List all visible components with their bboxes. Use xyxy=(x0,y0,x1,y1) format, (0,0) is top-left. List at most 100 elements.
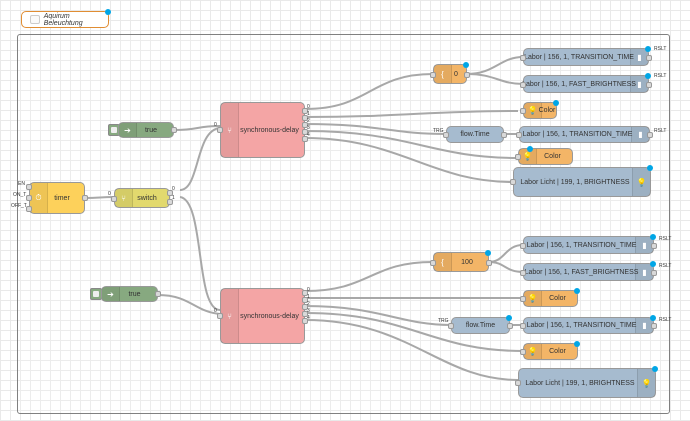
sync-delay-node-top[interactable]: ⑂ synchronous-delay xyxy=(217,102,308,158)
input-port[interactable] xyxy=(430,72,436,78)
color-node[interactable]: 💡 Color xyxy=(520,100,559,119)
port-label: TRG xyxy=(433,128,444,134)
output-port[interactable] xyxy=(155,291,161,297)
output-port[interactable] xyxy=(651,270,657,276)
output-port[interactable] xyxy=(171,127,177,133)
color-node[interactable]: 💡 Color xyxy=(515,146,573,165)
output-port[interactable] xyxy=(302,311,308,317)
knx-node-transition-time[interactable]: Labor | 156, 1, TRANSITION_TIME ▮ xyxy=(520,46,652,66)
output-port[interactable] xyxy=(501,132,507,138)
input-port[interactable] xyxy=(515,154,521,160)
output-port[interactable] xyxy=(646,82,652,88)
output-port[interactable] xyxy=(507,323,513,329)
comment-node[interactable]: Aquirum Beleuchtung xyxy=(21,9,111,28)
node-label: true xyxy=(128,290,141,298)
changed-dot xyxy=(652,366,658,372)
output-port[interactable] xyxy=(302,136,308,142)
changed-dot xyxy=(553,100,559,106)
changed-dot xyxy=(645,73,651,79)
input-port[interactable] xyxy=(26,206,32,212)
output-port[interactable] xyxy=(302,318,308,324)
changed-dot xyxy=(527,146,533,152)
brace-icon: { xyxy=(434,253,452,271)
port-label: TRG xyxy=(438,318,449,324)
output-port[interactable] xyxy=(302,304,308,310)
input-port[interactable] xyxy=(430,260,436,266)
input-port[interactable] xyxy=(516,132,522,138)
comment-text: Aquirum Beleuchtung xyxy=(43,12,83,27)
inject-node-top[interactable]: ➔ true xyxy=(118,122,177,138)
output-port[interactable] xyxy=(302,122,308,128)
node-label: Labor | 156, 1, TRANSITION_TIME xyxy=(526,322,637,329)
comment-icon xyxy=(30,15,40,24)
knx-node-transition-time[interactable]: Labor | 156, 1, TRANSITION_TIME ▮ xyxy=(516,126,653,143)
wire xyxy=(304,110,519,118)
port-label: 0 xyxy=(172,186,175,192)
input-port[interactable] xyxy=(510,179,516,185)
input-port[interactable] xyxy=(443,132,449,138)
knx-node-transition-time[interactable]: Labor | 156, 1, TRANSITION_TIME ▮ xyxy=(520,234,657,254)
color-node[interactable]: 💡 Color xyxy=(520,288,580,307)
output-port[interactable] xyxy=(647,132,653,138)
wire xyxy=(157,294,221,315)
arrow-right-icon: ➔ xyxy=(102,287,120,301)
wire xyxy=(466,73,524,85)
color-node[interactable]: 💡 Color xyxy=(520,341,580,360)
wire xyxy=(84,196,115,199)
output-port[interactable] xyxy=(302,297,308,303)
output-port[interactable] xyxy=(302,115,308,121)
input-port[interactable] xyxy=(520,296,526,302)
changed-dot xyxy=(506,315,512,321)
output-port[interactable] xyxy=(651,243,657,249)
output-port[interactable] xyxy=(302,129,308,135)
input-port[interactable] xyxy=(520,55,526,61)
input-port[interactable] xyxy=(520,108,526,114)
output-port[interactable] xyxy=(302,290,308,296)
timer-node[interactable]: ⏱ timer xyxy=(26,182,88,214)
output-port[interactable] xyxy=(651,323,657,329)
output-port[interactable] xyxy=(167,199,173,205)
flow-time-node[interactable]: flow.Time xyxy=(448,315,513,334)
input-port[interactable] xyxy=(515,380,521,386)
changed-dot xyxy=(645,46,651,52)
sync-delay-node-bottom[interactable]: ⑂ synchronous-delay xyxy=(217,288,308,344)
input-port[interactable] xyxy=(520,82,526,88)
output-port[interactable] xyxy=(646,55,652,61)
port-label: 4 xyxy=(307,132,310,138)
bulb-icon: 💡 xyxy=(524,103,542,118)
wire xyxy=(304,312,524,352)
flow-time-node[interactable]: flow.Time xyxy=(443,126,507,143)
output-port[interactable] xyxy=(167,190,173,196)
output-port[interactable] xyxy=(302,108,308,114)
plug-icon: ▮ xyxy=(631,127,649,142)
changed-dot xyxy=(485,250,491,256)
input-port[interactable] xyxy=(26,195,32,201)
knx-node-licht-brightness[interactable]: Labor Licht | 199, 1, BRIGHTNESS 💡 xyxy=(510,165,653,197)
knx-node-fast-brightness[interactable]: Labor | 156, 1, FAST_BRIGHTNESS ▮ xyxy=(520,261,657,281)
output-port[interactable] xyxy=(82,195,88,201)
input-port[interactable] xyxy=(520,349,526,355)
input-port[interactable] xyxy=(26,184,32,190)
inject-node-bottom[interactable]: ➔ true xyxy=(101,286,161,302)
input-port[interactable] xyxy=(217,127,223,133)
input-port[interactable] xyxy=(520,323,526,329)
node-label: flow.Time xyxy=(465,322,496,329)
wire xyxy=(488,261,524,273)
input-port[interactable] xyxy=(520,243,526,249)
switch-node[interactable]: ⑂ switch xyxy=(111,188,173,208)
output-port[interactable] xyxy=(464,72,470,78)
output-port[interactable] xyxy=(486,260,492,266)
input-port[interactable] xyxy=(217,313,223,319)
wire xyxy=(304,73,434,110)
input-port[interactable] xyxy=(111,196,117,202)
knx-node-fast-brightness[interactable]: Labor | 156, 1, FAST_BRIGHTNESS ▮ xyxy=(520,73,652,93)
change-node-top[interactable]: { 0 xyxy=(430,62,470,84)
arrow-right-icon: ➔ xyxy=(119,123,137,137)
input-port[interactable] xyxy=(520,270,526,276)
input-port[interactable] xyxy=(448,323,454,329)
knx-node-transition-time[interactable]: Labor | 156, 1, TRANSITION_TIME ▮ xyxy=(520,315,657,334)
change-node-bottom[interactable]: { 100 xyxy=(430,250,492,272)
knx-node-licht-brightness[interactable]: Labor Licht | 199, 1, BRIGHTNESS 💡 xyxy=(515,366,658,398)
port-label: RSLT xyxy=(659,317,672,323)
